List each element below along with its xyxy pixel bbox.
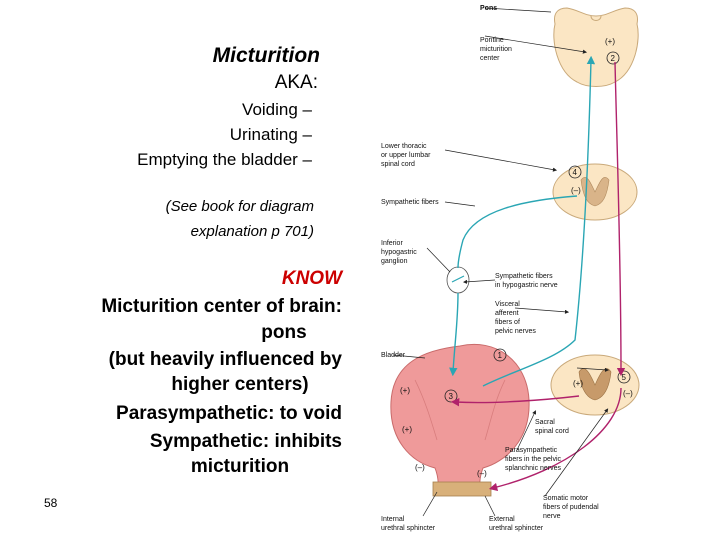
label-bladder: Bladder xyxy=(381,352,406,359)
label-visceral-2: afferent xyxy=(495,310,519,317)
label-visceral-3: fibers of xyxy=(495,319,520,326)
label-somatic-1: Somatic motor xyxy=(543,495,589,502)
know-line-1: Micturition center of brain: xyxy=(101,296,342,317)
label-pons: Pons xyxy=(480,5,497,12)
label-pmc-1: Pontine xyxy=(480,37,504,44)
label-lower-thoracic-2: or upper lumbar xyxy=(381,152,431,159)
inferior-hypogastric-ganglion xyxy=(446,266,470,294)
see-book-line-2: explanation p 701) xyxy=(190,223,314,240)
know-line-2: pons xyxy=(261,322,307,343)
number-2-badge xyxy=(606,51,620,65)
slide-number: 58 xyxy=(44,496,58,510)
know-line-4: higher centers) xyxy=(171,374,309,395)
label-somatic-3: nerve xyxy=(543,513,561,520)
number-3: 3 xyxy=(449,392,454,401)
micturition-diagram: 2 (+) 4 (–) 5 (+) (–) xyxy=(381,5,640,532)
detrusor-plus-sign: (+) xyxy=(402,425,412,434)
number-1: 1 xyxy=(498,351,503,360)
label-symp-hypogastric-2: in hypogastric nerve xyxy=(495,282,558,289)
know-line-3: (but heavily influenced by xyxy=(108,349,342,370)
label-sacral-2: spinal cord xyxy=(535,428,569,435)
see-book-line-1: (See book for diagram xyxy=(165,198,314,215)
label-ganglion-2: hypogastric xyxy=(381,249,417,256)
label-sympathetic-fibers: Sympathetic fibers xyxy=(381,199,439,206)
internal-minus-sign: (–) xyxy=(415,463,425,472)
pons-section: 2 (+) xyxy=(553,7,639,87)
external-sphincter-bar xyxy=(432,481,492,497)
visceral-afferent-pathway xyxy=(482,55,596,387)
number-4-badge xyxy=(568,165,582,179)
leader-lines xyxy=(392,7,610,517)
number-4: 4 xyxy=(573,168,578,177)
know-heading: KNOW xyxy=(281,268,342,289)
label-pmc-2: micturition xyxy=(480,46,512,53)
label-parasymp-1: Parasympathetic xyxy=(505,447,558,454)
know-line-7: micturition xyxy=(190,456,290,477)
label-ganglion-3: ganglion xyxy=(381,258,408,265)
synonym-urinating: Urinating – xyxy=(229,125,312,144)
label-lower-thoracic-1: Lower thoracic xyxy=(381,143,427,150)
pons-plus-sign: (+) xyxy=(605,37,615,46)
label-visceral-1: Visceral xyxy=(495,301,520,308)
label-ganglion-1: Inferior xyxy=(381,240,403,247)
sympathetic-to-bladder-pathway xyxy=(449,292,459,377)
thoracic-minus-sign: (–) xyxy=(571,186,581,195)
label-internal-2: urethral sphincter xyxy=(381,525,436,532)
nerve-pathways xyxy=(449,55,626,492)
label-sacral-1: Sacral xyxy=(535,419,555,426)
label-external-2: urethral sphincter xyxy=(489,525,544,532)
label-pmc-3: center xyxy=(480,55,500,62)
label-symp-hypogastric-1: Sympathetic fibers xyxy=(495,273,553,280)
aka-label: AKA: xyxy=(274,72,318,93)
bladder: 1 3 (+) (+) (–) (–) xyxy=(390,344,530,497)
label-parasymp-2: fibers in the pelvic xyxy=(505,456,562,463)
descending-pathway xyxy=(614,61,626,377)
somatic-motor-pathway xyxy=(488,387,622,492)
label-lower-thoracic-3: spinal cord xyxy=(381,161,415,168)
label-visceral-4: pelvic nerves xyxy=(495,328,536,335)
sacral-cord: 5 (+) (–) xyxy=(550,354,640,416)
bladder-plus-sign: (+) xyxy=(400,386,410,395)
lower-thoracic-cord: 4 (–) xyxy=(552,163,638,221)
sympathetic-pathway xyxy=(457,195,578,269)
slide-title: Micturition xyxy=(212,44,320,67)
external-minus-sign: (–) xyxy=(477,469,487,478)
parasympathetic-pathway xyxy=(450,395,580,407)
number-1-badge xyxy=(493,348,507,362)
number-5: 5 xyxy=(622,373,627,382)
number-2: 2 xyxy=(611,54,616,63)
sacral-plus-sign: (+) xyxy=(573,379,583,388)
sacral-minus-sign: (–) xyxy=(623,389,633,398)
label-internal-1: Internal xyxy=(381,516,405,523)
know-line-6: Sympathetic: inhibits xyxy=(149,431,342,452)
synonym-emptying: Emptying the bladder – xyxy=(137,150,312,169)
know-line-5: Parasympathetic: to void xyxy=(116,403,342,424)
diagram-labels: Pons Pontine micturition center Lower th… xyxy=(381,5,599,532)
label-external-1: External xyxy=(489,516,515,523)
label-somatic-2: fibers of pudendal xyxy=(543,504,599,511)
label-parasymp-3: splanchnic nerves xyxy=(505,465,562,472)
synonym-voiding: Voiding – xyxy=(242,100,312,119)
